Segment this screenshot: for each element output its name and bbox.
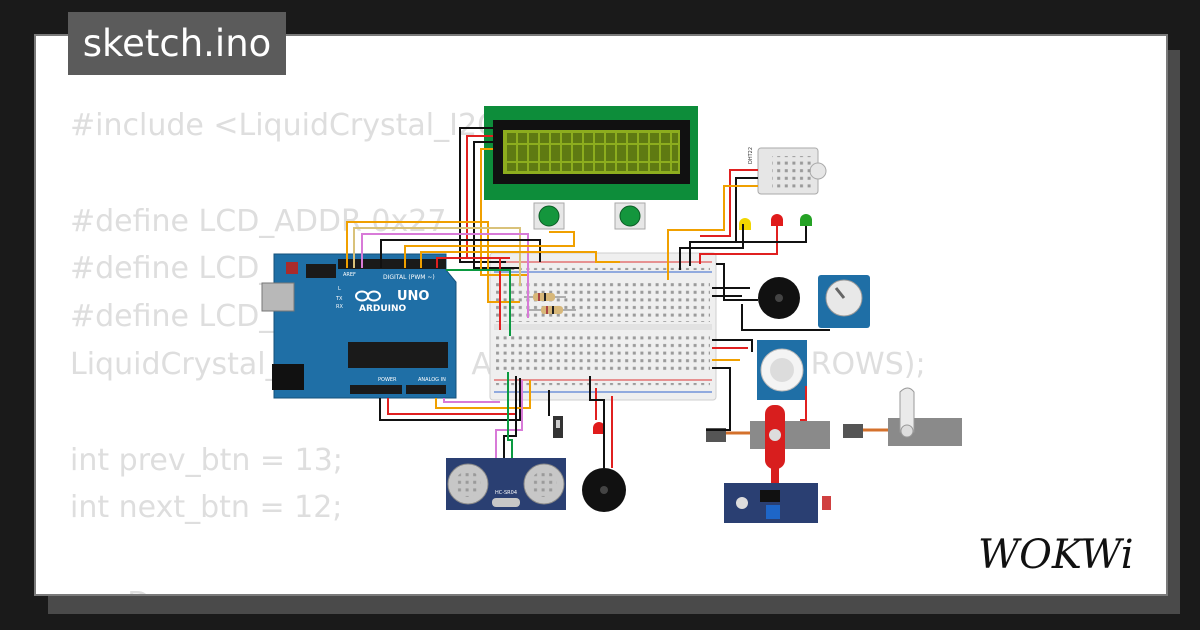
breadboard xyxy=(489,252,717,401)
servo-motor xyxy=(843,387,962,446)
push-button xyxy=(533,202,565,230)
code-line: int prev_btn = 13; xyxy=(70,442,343,478)
ultrasonic-label: HC-SR04 xyxy=(495,490,517,496)
push-button xyxy=(614,202,646,230)
lcd-display xyxy=(484,106,698,200)
resistor xyxy=(528,306,576,314)
led-red xyxy=(771,214,783,226)
pir-motion-sensor xyxy=(757,340,807,400)
code-line: int next_btn = 12; xyxy=(70,490,343,526)
potentiometer xyxy=(818,275,870,328)
led-yellow xyxy=(739,218,751,230)
buzzer xyxy=(758,277,800,319)
wokwi-logo: WOKWi xyxy=(978,532,1134,578)
photoresistor-module xyxy=(724,483,831,523)
uno-rx-label: RX xyxy=(336,304,343,310)
servo-motor xyxy=(706,405,830,508)
code-line: D xyxy=(70,586,198,594)
led-red xyxy=(593,422,605,434)
slide-switch xyxy=(553,416,563,438)
ultrasonic-sensor: HC-SR04 xyxy=(446,458,566,510)
wokwi-logo-text: WOKWi xyxy=(978,532,1134,578)
uno-aref-label: AREF xyxy=(343,272,356,278)
arduino-uno: DIGITAL (PWM ~) UNO ARDUINO POWER ANALOG… xyxy=(261,253,457,399)
uno-model-label: UNO xyxy=(397,289,430,304)
code-line: #include <LiquidCrystal_I2C xyxy=(70,108,499,143)
led-green xyxy=(800,214,812,226)
uno-analog-label: ANALOG IN xyxy=(418,377,446,383)
arduino-logo-icon xyxy=(355,290,381,302)
dht22-label: DHT22 xyxy=(748,147,754,164)
dht22-sensor: DHT22 xyxy=(748,147,827,195)
buzzer xyxy=(582,468,626,512)
resistor xyxy=(524,293,566,301)
file-tab[interactable]: sketch.ino xyxy=(68,12,286,75)
uno-digital-label: DIGITAL (PWM ~) xyxy=(383,274,435,281)
uno-power-label: POWER xyxy=(378,377,397,383)
uno-brand-label: ARDUINO xyxy=(359,304,407,314)
uno-l-label: L xyxy=(338,286,341,292)
wires xyxy=(346,127,830,468)
uno-tx-label: TX xyxy=(335,296,343,302)
code-line: #define LCD_C xyxy=(70,251,296,287)
